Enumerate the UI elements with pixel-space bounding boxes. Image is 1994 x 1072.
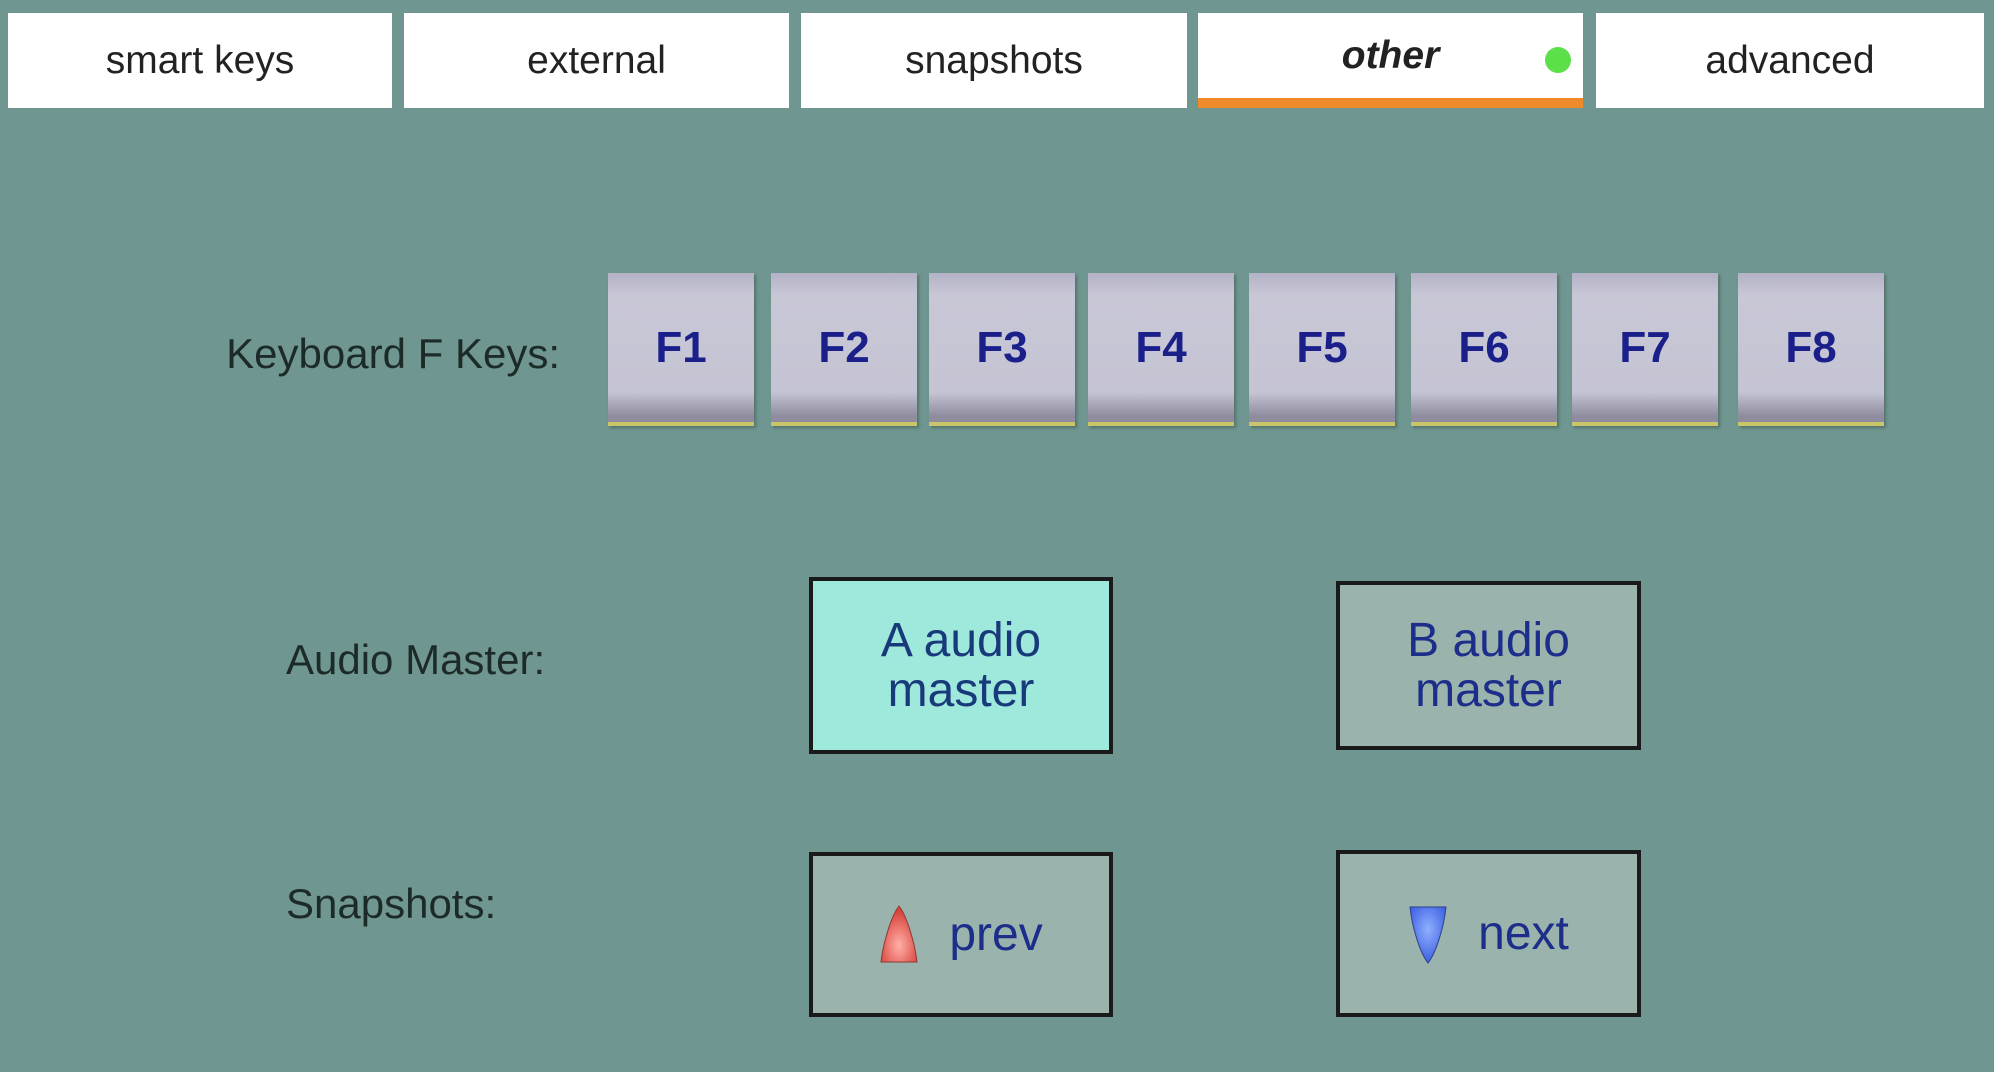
f8-key-button[interactable]: F8 (1738, 273, 1884, 426)
blue-down-arrow-icon (1409, 906, 1447, 964)
f7-key-button[interactable]: F7 (1572, 273, 1718, 426)
f6-key-button[interactable]: F6 (1411, 273, 1557, 426)
tab-label: snapshots (905, 38, 1083, 82)
tab-advanced[interactable]: advanced (1596, 13, 1984, 108)
button-label-line: master (1415, 663, 1562, 717)
audio-master-label: Audio Master: (286, 636, 546, 683)
tab-label: advanced (1705, 38, 1875, 82)
f5-key-button[interactable]: F5 (1249, 273, 1395, 426)
tab-external[interactable]: external (404, 13, 789, 108)
button-label-line: B audio (1407, 613, 1570, 667)
snapshots-label: Snapshots: (286, 880, 497, 927)
tab-snapshots[interactable]: snapshots (801, 13, 1187, 108)
red-up-arrow-icon (880, 904, 918, 962)
next-label: next (1478, 906, 1569, 960)
prev-snapshot-button[interactable]: prev (809, 852, 1113, 1017)
keyboard-f-keys-label: Keyboard F Keys: (226, 330, 560, 377)
prev-label: prev (949, 907, 1043, 961)
f2-key-button[interactable]: F2 (771, 273, 917, 426)
tab-label: other (1341, 33, 1440, 77)
f1-key-button[interactable]: F1 (608, 273, 754, 426)
active-indicator-dot (1545, 47, 1571, 73)
tab-other[interactable]: other (1198, 13, 1583, 108)
f4-key-button[interactable]: F4 (1088, 273, 1234, 426)
f3-key-button[interactable]: F3 (929, 273, 1075, 426)
tab-label: external (527, 38, 666, 82)
button-label-line: A audio (880, 613, 1042, 667)
tab-smart-keys[interactable]: smart keys (8, 13, 392, 108)
next-snapshot-button[interactable]: next (1336, 850, 1641, 1017)
tab-label: smart keys (105, 38, 295, 82)
button-label-line: master (887, 663, 1035, 717)
